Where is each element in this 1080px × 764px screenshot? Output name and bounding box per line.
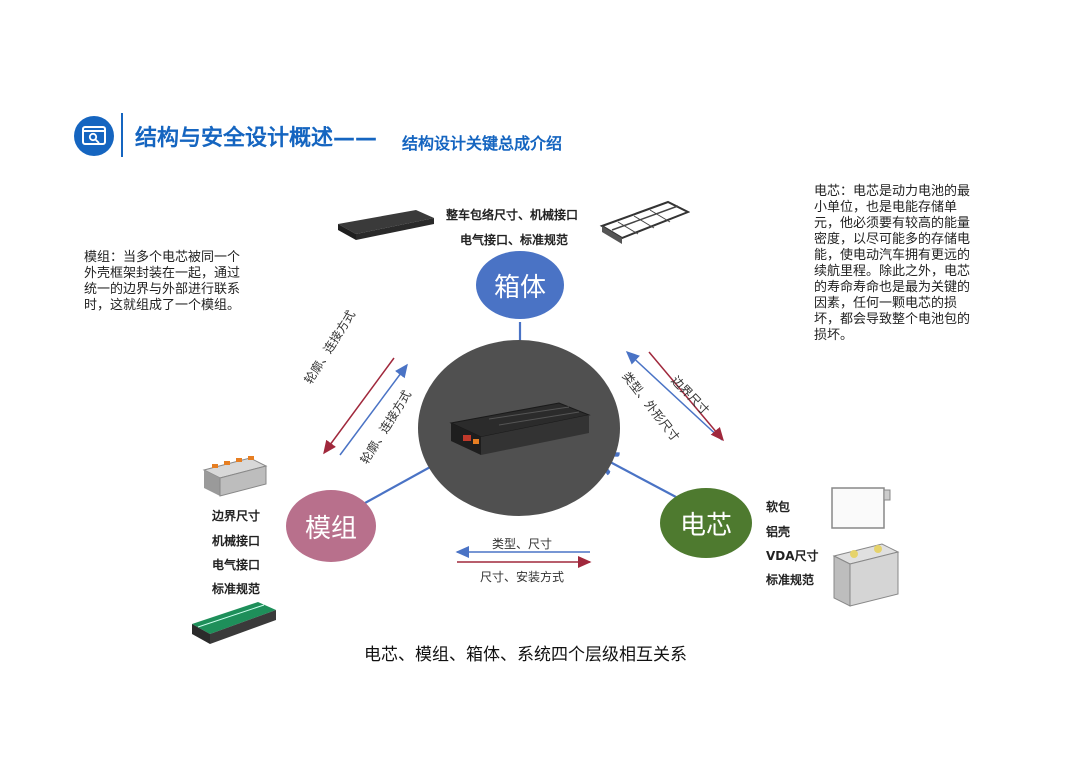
cell-spec-3: VDA尺寸 — [766, 549, 819, 563]
module-spec-4: 标准规范 — [212, 582, 261, 596]
header-divider — [121, 113, 123, 157]
cell-spec-1: 软包 — [766, 500, 791, 514]
module-spec-3: 电气接口 — [212, 558, 261, 572]
module-node: 模组 — [286, 490, 376, 562]
cell-spec-4: 标准规范 — [766, 573, 815, 587]
right-red-arrow — [648, 351, 724, 442]
prismatic-cell-image — [832, 543, 900, 607]
system-node — [418, 340, 620, 516]
left-blue-arrow — [339, 363, 408, 456]
title-dash: —— — [333, 126, 378, 151]
module-image-large — [192, 602, 276, 644]
cell-node: 电芯 — [660, 488, 752, 558]
cell-description: 电芯：电芯是动力电池的最小单位，也是电能存储单元，他必须要有较高的能量密度，以尽… — [814, 184, 971, 343]
cell-spec-2: 铝壳 — [766, 525, 791, 539]
module-spec-2: 机械接口 — [212, 534, 261, 548]
module-spec-1: 边界尺寸 — [212, 509, 261, 523]
module-description: 模组：当多个电芯被同一个外壳框架封装在一起，通过统一的边界与外部进行联系时，这就… — [84, 250, 241, 313]
module-image-small — [202, 456, 268, 497]
bottom-lower-label: 尺寸、安装方式 — [480, 570, 565, 584]
bottom-upper-label: 类型、尺寸 — [492, 537, 553, 551]
right-blue-arrow — [625, 350, 723, 441]
pouch-cell-image — [831, 487, 891, 529]
left-red-arrow — [323, 357, 395, 455]
diagram-caption: 电芯、模组、箱体、系统四个层级相互关系 — [364, 645, 687, 665]
page-title-text: 结构与安全设计概述 — [135, 126, 334, 151]
pack-lid-image — [338, 210, 434, 240]
monitor-search-icon — [82, 126, 106, 145]
pack-node: 箱体 — [476, 251, 564, 319]
pack-spec-2: 电气接口、标准规范 — [460, 233, 569, 247]
page-subtitle: 结构设计关键总成介绍 — [402, 134, 563, 153]
pack-spec-1: 整车包络尺寸、机械接口 — [446, 208, 579, 222]
battery-system-image — [449, 402, 591, 455]
pack-frame-image — [599, 200, 690, 244]
header-icon — [74, 116, 114, 156]
page-title: 结构与安全设计概述—— — [135, 120, 377, 152]
